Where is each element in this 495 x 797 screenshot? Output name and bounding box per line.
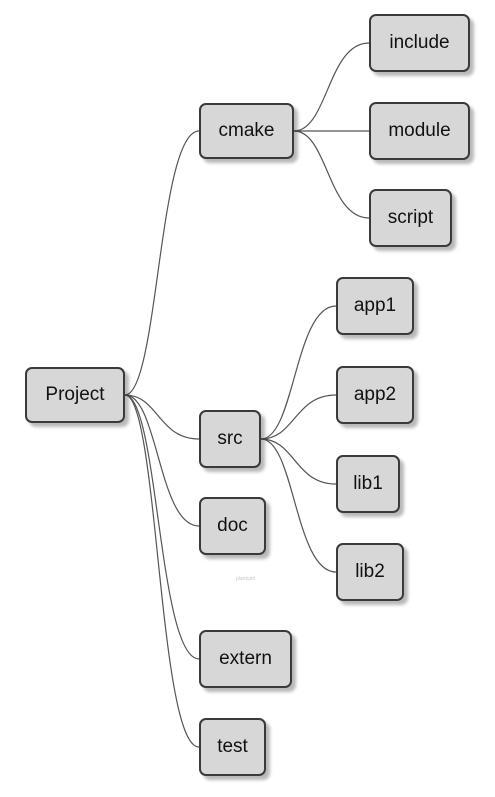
connector-project-cmake <box>124 130 200 396</box>
connector-project-extern <box>124 394 200 660</box>
node-include[interactable]: include <box>369 14 470 72</box>
node-project[interactable]: Project <box>25 367 125 423</box>
connector-src-lib1 <box>260 438 337 485</box>
connector-project-test <box>124 394 200 748</box>
node-script[interactable]: script <box>369 189 452 247</box>
node-app2[interactable]: app2 <box>336 366 414 424</box>
node-doc[interactable]: doc <box>199 497 266 555</box>
node-module[interactable]: module <box>369 102 470 160</box>
node-extern[interactable]: extern <box>199 630 292 688</box>
connector-project-doc <box>124 394 200 527</box>
node-lib1[interactable]: lib1 <box>336 455 400 513</box>
connector-project-src <box>124 394 200 440</box>
connector-src-lib2 <box>260 438 337 573</box>
node-lib2[interactable]: lib2 <box>336 543 404 601</box>
node-app1[interactable]: app1 <box>336 277 414 335</box>
connector-src-app1 <box>260 305 337 440</box>
node-test[interactable]: test <box>199 718 266 776</box>
node-cmake[interactable]: cmake <box>199 103 294 159</box>
connector-cmake-include <box>293 42 370 132</box>
watermark-text: plantuml <box>236 576 255 582</box>
node-src[interactable]: src <box>199 410 261 468</box>
connector-cmake-script <box>293 130 370 219</box>
connector-src-app2 <box>260 394 337 440</box>
